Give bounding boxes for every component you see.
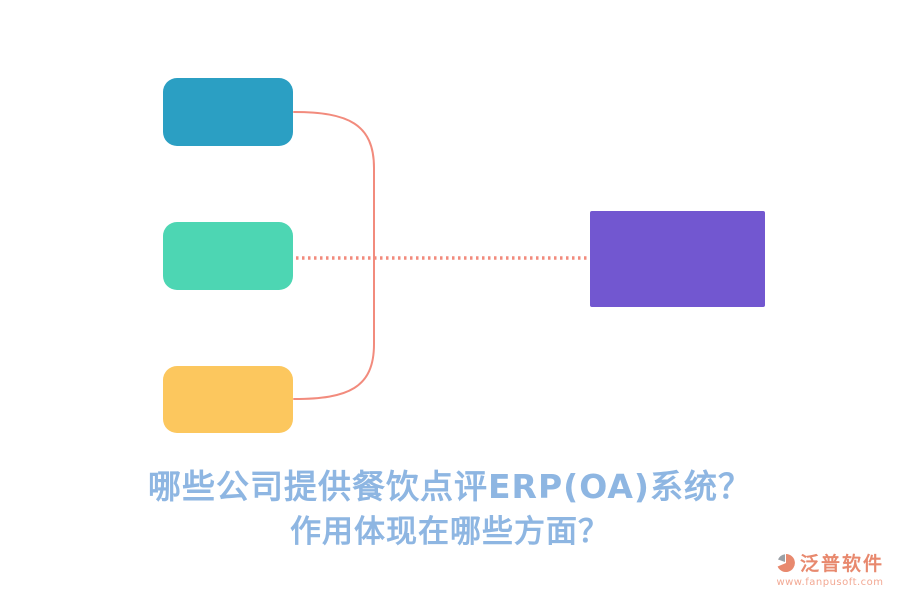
caption: 哪些公司提供餐饮点评ERP(OA)系统？ 作用体现在哪些方面？: [0, 464, 900, 554]
diagram-box-middle: [163, 222, 293, 290]
diagram-box-bottom: [163, 366, 293, 433]
caption-line2: 作用体现在哪些方面？: [290, 514, 610, 550]
brand-row: 泛普软件: [776, 549, 884, 576]
fanpu-logo-icon: [776, 553, 796, 573]
brand-name: 泛普软件: [799, 553, 884, 575]
brand-url: www.fanpusoft.com: [776, 577, 884, 588]
caption-line1: 哪些公司提供餐饮点评ERP(OA)系统？: [147, 467, 752, 506]
watermark: 泛普软件 www.fanpusoft.com: [776, 549, 884, 588]
bracket-connector: [293, 111, 375, 400]
diagram-box-right: [590, 211, 765, 307]
diagram-box-top: [163, 78, 293, 146]
